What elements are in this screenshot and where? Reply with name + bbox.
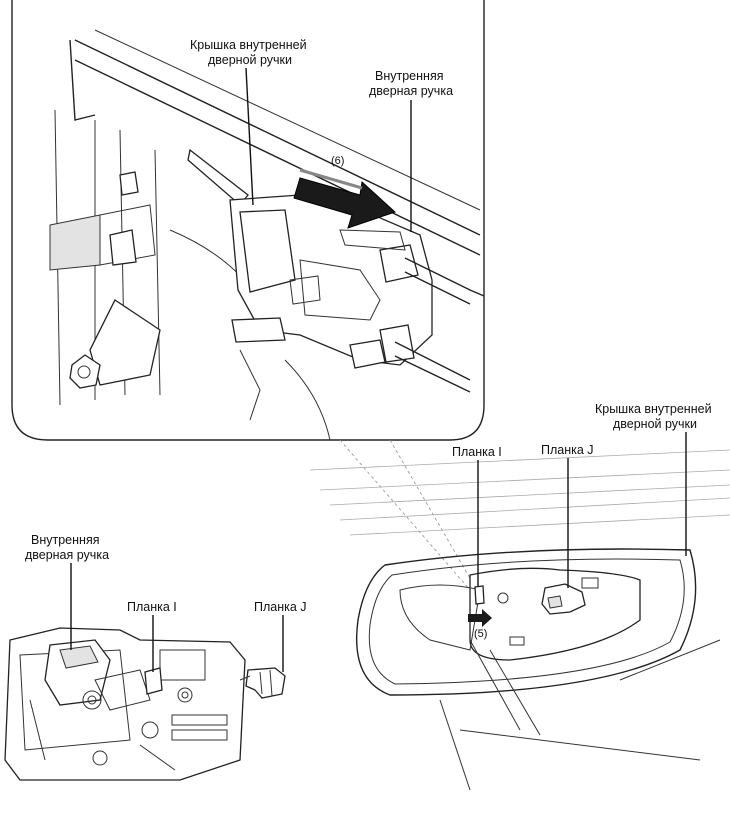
step-6-label: (6)	[331, 155, 344, 167]
inset-handle-assembly	[187, 148, 485, 393]
inset-frame	[11, 0, 485, 441]
detail-inset: (6) Крышка внутренней дверной ручки Внут…	[11, 0, 485, 593]
inset-cover-leader	[245, 67, 254, 206]
handle-label: Внутренняя дверная ручка	[25, 533, 109, 562]
inset-handle-label: Внутренняя дверная ручка	[369, 69, 453, 98]
handle-plank-j-label: Планка J	[254, 600, 307, 614]
door-cover-outline	[356, 548, 697, 696]
inset-door-frame	[49, 29, 481, 441]
inset-leader-line-2	[389, 439, 479, 593]
step-5-label: (5)	[474, 628, 487, 640]
handle-body	[4, 627, 246, 781]
step-5-arrow	[468, 609, 492, 627]
handle-plank-i	[144, 667, 163, 695]
step-6-arrow	[293, 168, 396, 229]
handle-plank-i-label: Планка I	[127, 600, 177, 614]
inset-cover-label: Крышка внутренней дверной ручки	[190, 38, 310, 67]
handle-plank-j	[245, 667, 286, 699]
door-plank-j-label: Планка J	[541, 443, 594, 457]
door-panel-view: (5) Крышка внутренней дверной ручки План…	[309, 402, 730, 791]
door-cover-label: Крышка внутренней дверной ручки	[595, 402, 715, 431]
door-plank-i	[474, 585, 485, 605]
handle-detail-view: Внутренняя дверная ручка Планка I Планка…	[4, 533, 307, 781]
door-plank-i-label: Планка I	[452, 445, 502, 459]
